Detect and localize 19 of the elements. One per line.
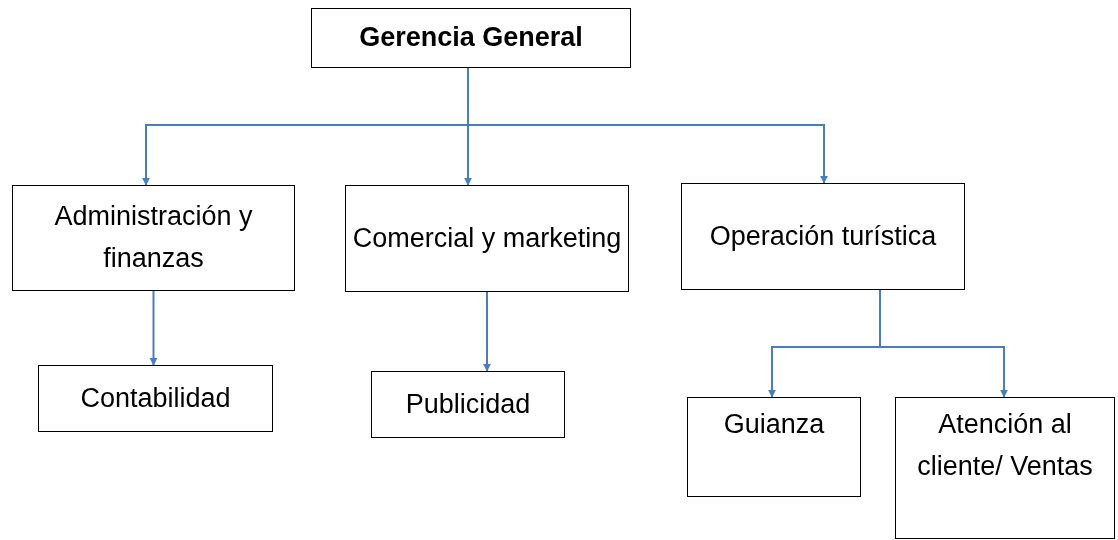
box-label: Administración y finanzas xyxy=(53,200,254,275)
box-label: Contabilidad xyxy=(79,381,232,415)
org-box xyxy=(38,365,273,432)
org-box xyxy=(895,397,1115,539)
box-label: Gerencia General xyxy=(358,21,584,55)
box-label: Publicidad xyxy=(404,387,532,421)
org-box xyxy=(681,183,965,290)
org-box xyxy=(345,185,629,292)
box-label: Atención al cliente/ Ventas xyxy=(916,408,1094,483)
connector-arrow xyxy=(483,291,491,372)
connector-arrow xyxy=(879,289,1008,398)
org-box xyxy=(687,397,861,497)
connector-arrow xyxy=(149,290,158,366)
org-box xyxy=(311,8,631,68)
box-label: Comercial y marketing xyxy=(351,221,623,255)
org-box xyxy=(371,371,565,438)
box-label: Operación turística xyxy=(708,219,938,253)
box-label: Guianza xyxy=(722,408,826,441)
org-box xyxy=(12,185,295,291)
